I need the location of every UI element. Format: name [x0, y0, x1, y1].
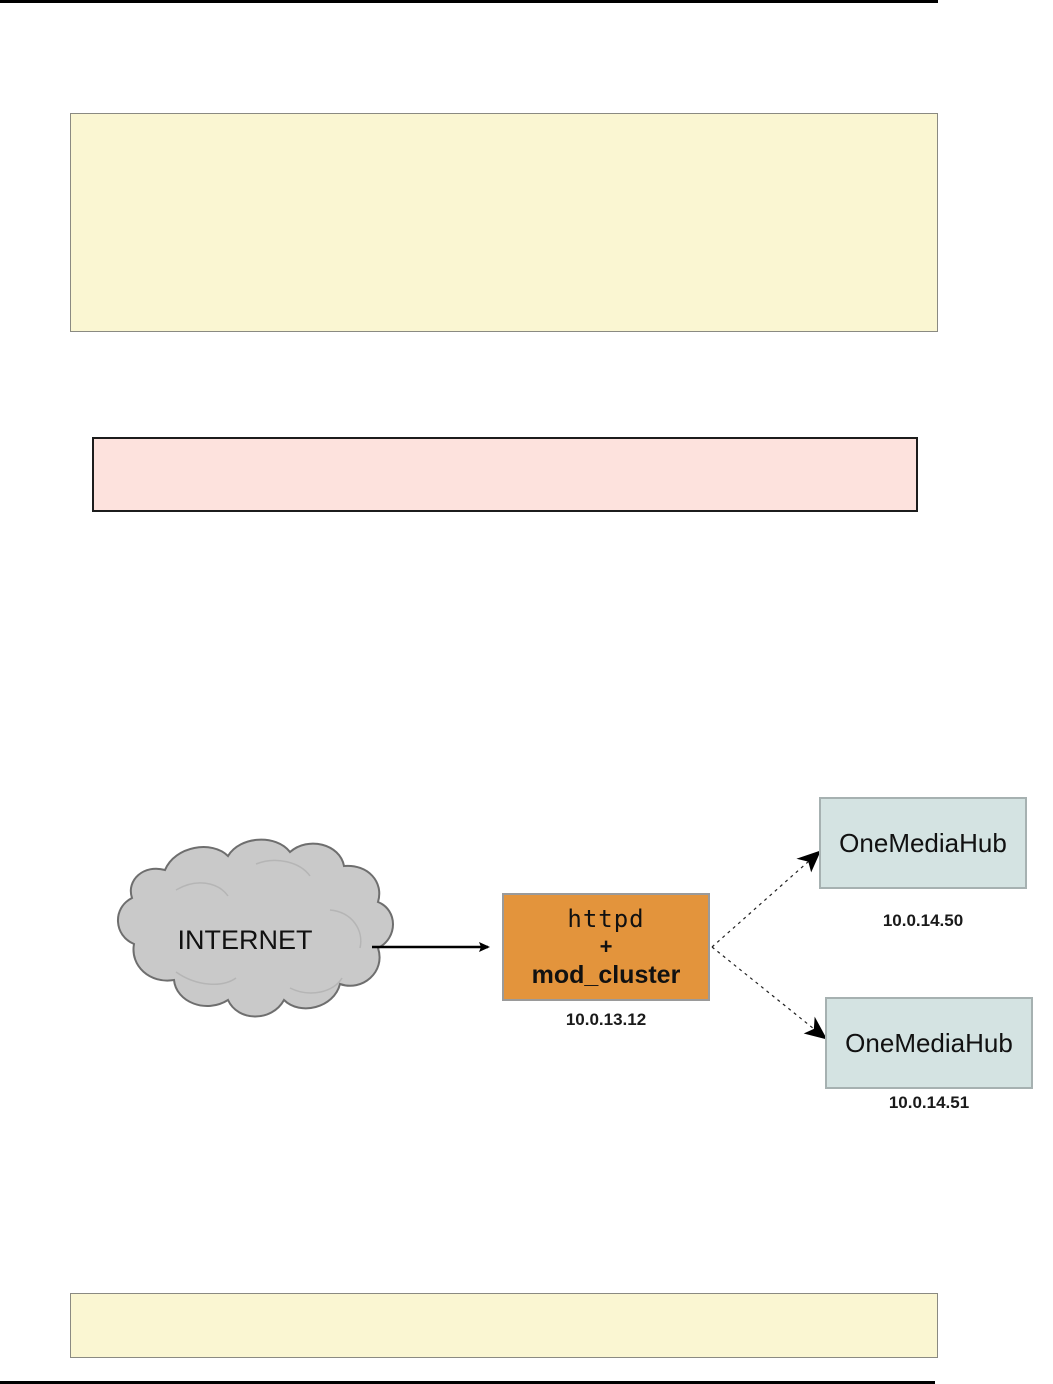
note-callout-bottom-text [71, 1294, 937, 1314]
node-httpd-line2: + [599, 934, 613, 959]
node-httpd-line1: httpd [567, 905, 645, 933]
internet-cloud-icon [117, 838, 394, 1018]
diagram-canvas [117, 838, 828, 1040]
warning-callout [92, 437, 918, 512]
connector-httpd-to-backend-1 [711, 850, 821, 948]
node-onemediahub-1: OneMediaHub [819, 797, 1027, 889]
node-onemediahub-2: OneMediaHub [825, 997, 1033, 1089]
node-onemediahub-2-label: OneMediaHub [845, 1027, 1013, 1058]
note-callout-top [70, 113, 938, 332]
footer-rule [0, 1381, 935, 1384]
note-callout-bottom [70, 1293, 938, 1358]
node-onemediahub-1-label: OneMediaHub [839, 827, 1007, 858]
connector-httpd-to-backend-2 [711, 946, 828, 1040]
node-onemediahub-2-ip-caption: 10.0.14.51 [888, 1093, 970, 1112]
note-callout-top-text [71, 114, 937, 134]
warning-callout-text [94, 439, 916, 459]
node-onemediahub-1-ip-caption: 10.0.14.50 [882, 911, 964, 930]
header-rule [0, 0, 938, 3]
node-httpd-ip-caption: 10.0.13.12 [565, 1010, 647, 1029]
node-httpd-line3: mod_cluster [531, 961, 681, 989]
node-httpd-mod-cluster: httpd + mod_cluster [502, 893, 710, 1001]
architecture-diagram: INTERNET httpd + mod_cluster 10.0.13.12 … [0, 760, 1053, 1160]
